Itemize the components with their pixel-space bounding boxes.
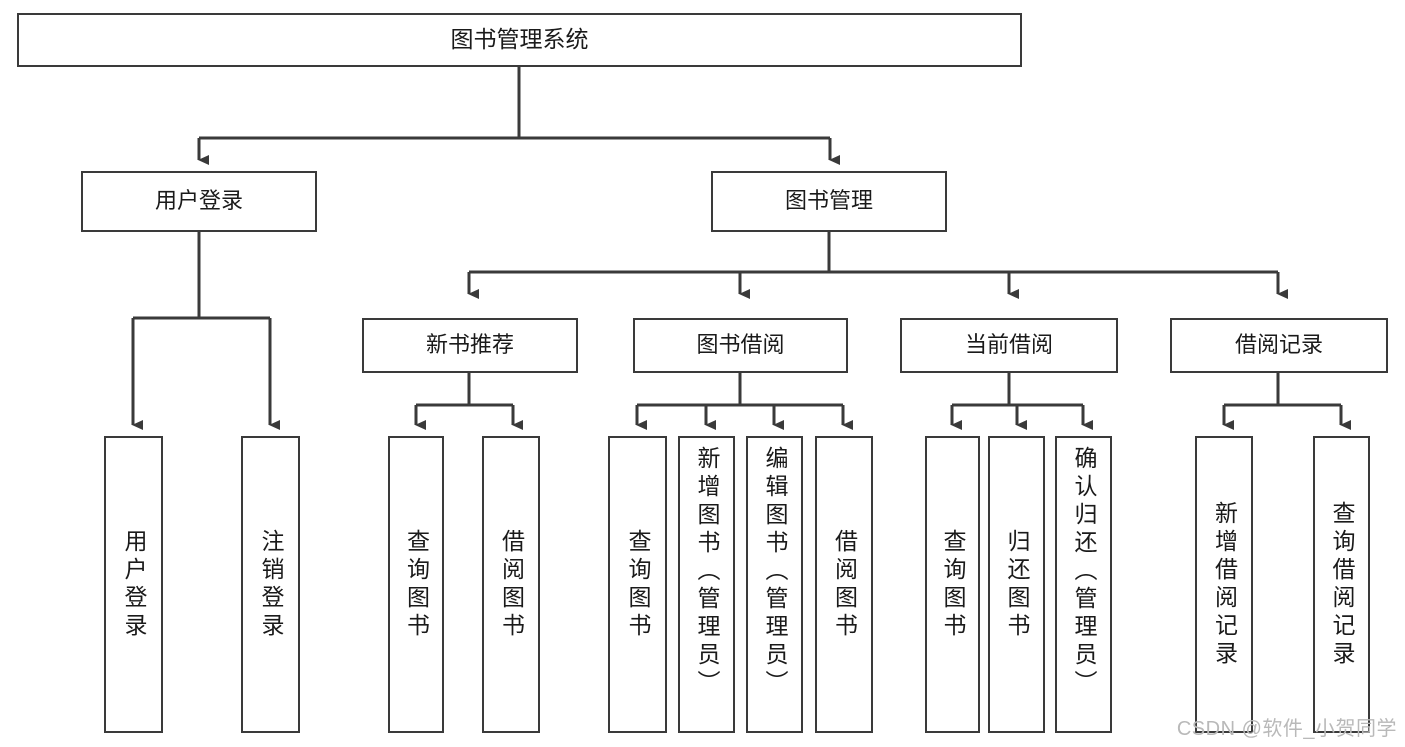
node-leaf-borrow-book-2-label: 借阅图书 <box>831 528 858 641</box>
node-leaf-return-book-label: 归还图书 <box>1004 528 1030 641</box>
node-leaf-borrow-book-1-label: 借阅图书 <box>498 528 525 641</box>
node-leaf-add-book-label: 新增图书（管理员） <box>694 446 720 698</box>
node-new-book-recommend-label: 新书推荐 <box>425 332 514 358</box>
node-borrow-records[interactable]: 借阅记录 <box>1170 318 1388 373</box>
node-leaf-edit-book[interactable]: 编辑图书（管理员） <box>746 436 803 733</box>
node-leaf-add-record[interactable]: 新增借阅记录 <box>1195 436 1253 733</box>
node-root[interactable]: 图书管理系统 <box>17 13 1022 67</box>
node-leaf-query-book-2[interactable]: 查询图书 <box>608 436 667 733</box>
node-leaf-user-logout-label: 注销登录 <box>258 528 284 641</box>
node-leaf-confirm-return-label: 确认归还（管理员） <box>1071 446 1097 698</box>
node-leaf-add-record-label: 新增借阅记录 <box>1211 500 1238 669</box>
node-current-borrow[interactable]: 当前借阅 <box>900 318 1118 373</box>
node-book-management[interactable]: 图书管理 <box>711 171 947 232</box>
csdn-watermark: CSDN @软件_小贺同学 <box>1176 718 1397 740</box>
node-leaf-query-book-1[interactable]: 查询图书 <box>388 436 444 733</box>
node-leaf-query-book-3-label: 查询图书 <box>940 528 966 641</box>
node-book-management-label: 图书管理 <box>784 188 873 214</box>
node-new-book-recommend[interactable]: 新书推荐 <box>362 318 578 373</box>
node-leaf-borrow-book-2[interactable]: 借阅图书 <box>815 436 873 733</box>
node-leaf-confirm-return[interactable]: 确认归还（管理员） <box>1055 436 1112 733</box>
node-book-borrow-label: 图书借阅 <box>696 332 785 358</box>
node-leaf-user-login-label: 用户登录 <box>121 528 147 641</box>
node-borrow-records-label: 借阅记录 <box>1234 332 1323 358</box>
node-leaf-user-logout[interactable]: 注销登录 <box>241 436 300 733</box>
node-leaf-query-book-3[interactable]: 查询图书 <box>925 436 980 733</box>
node-user-login-label: 用户登录 <box>154 188 243 214</box>
node-leaf-query-record[interactable]: 查询借阅记录 <box>1313 436 1370 733</box>
node-leaf-user-login[interactable]: 用户登录 <box>104 436 163 733</box>
node-user-login[interactable]: 用户登录 <box>81 171 317 232</box>
node-current-borrow-label: 当前借阅 <box>964 332 1053 358</box>
node-leaf-borrow-book-1[interactable]: 借阅图书 <box>482 436 540 733</box>
node-leaf-add-book[interactable]: 新增图书（管理员） <box>678 436 735 733</box>
node-leaf-edit-book-label: 编辑图书（管理员） <box>762 446 788 698</box>
node-leaf-query-record-label: 查询借阅记录 <box>1329 500 1355 669</box>
node-leaf-return-book[interactable]: 归还图书 <box>988 436 1045 733</box>
node-leaf-query-book-1-label: 查询图书 <box>403 528 430 641</box>
node-leaf-query-book-2-label: 查询图书 <box>625 528 651 641</box>
node-book-borrow[interactable]: 图书借阅 <box>633 318 848 373</box>
node-root-label: 图书管理系统 <box>450 26 589 53</box>
